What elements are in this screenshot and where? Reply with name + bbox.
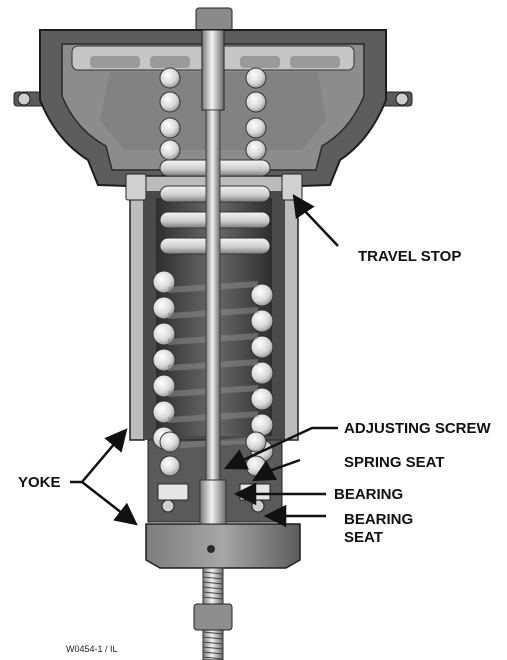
upper-spring-coils [159,67,267,161]
main-spring [152,159,274,477]
thread-line [202,631,224,635]
coil-section [245,431,267,453]
coil-section [159,431,181,453]
travel-stop-leader [292,194,339,247]
coil-section [159,455,181,477]
figure-code: W0454-1 / IL [66,644,118,654]
coil-section [245,117,267,139]
adjusting-screw-leader [223,426,338,470]
yoke-leader-upper [70,428,128,484]
spring-seat-label: SPRING SEAT [344,454,445,471]
travel-stop-label: TRAVEL STOP [358,248,461,265]
thread-line [202,571,224,575]
bearing-label: BEARING [334,486,403,503]
thread-line [202,581,224,585]
thread-line [202,656,224,660]
coil-section [159,139,181,161]
coil-section [245,139,267,161]
thread-line [202,596,224,600]
coil-section [159,117,181,139]
coil-section [245,91,267,113]
adjusting-screw-label: ADJUSTING SCREW [344,420,492,437]
thread-line [202,651,224,655]
coil-section [250,309,274,333]
coil-section [245,455,267,477]
thread-line [202,576,224,580]
yoke-label: YOKE [18,474,61,491]
thread-line [202,586,224,590]
coil-section [250,335,274,359]
adjusting-screw-stem [193,29,233,660]
thread-line [202,636,224,640]
thread-line [202,641,224,645]
thread-line [202,591,224,595]
bearing-seat-label-line2: SEAT [344,529,383,546]
coil-section [250,361,274,385]
bearing-seat-label-line1: BEARING [344,511,413,528]
coil-section [245,67,267,89]
coil-section [250,387,274,411]
coil-section [250,283,274,307]
thread-line [202,646,224,650]
yoke-leader-lower [81,481,138,526]
callout-lines [70,194,339,528]
coil-section [159,67,181,89]
spring-seat-leader [252,458,301,482]
coil-section [159,91,181,113]
